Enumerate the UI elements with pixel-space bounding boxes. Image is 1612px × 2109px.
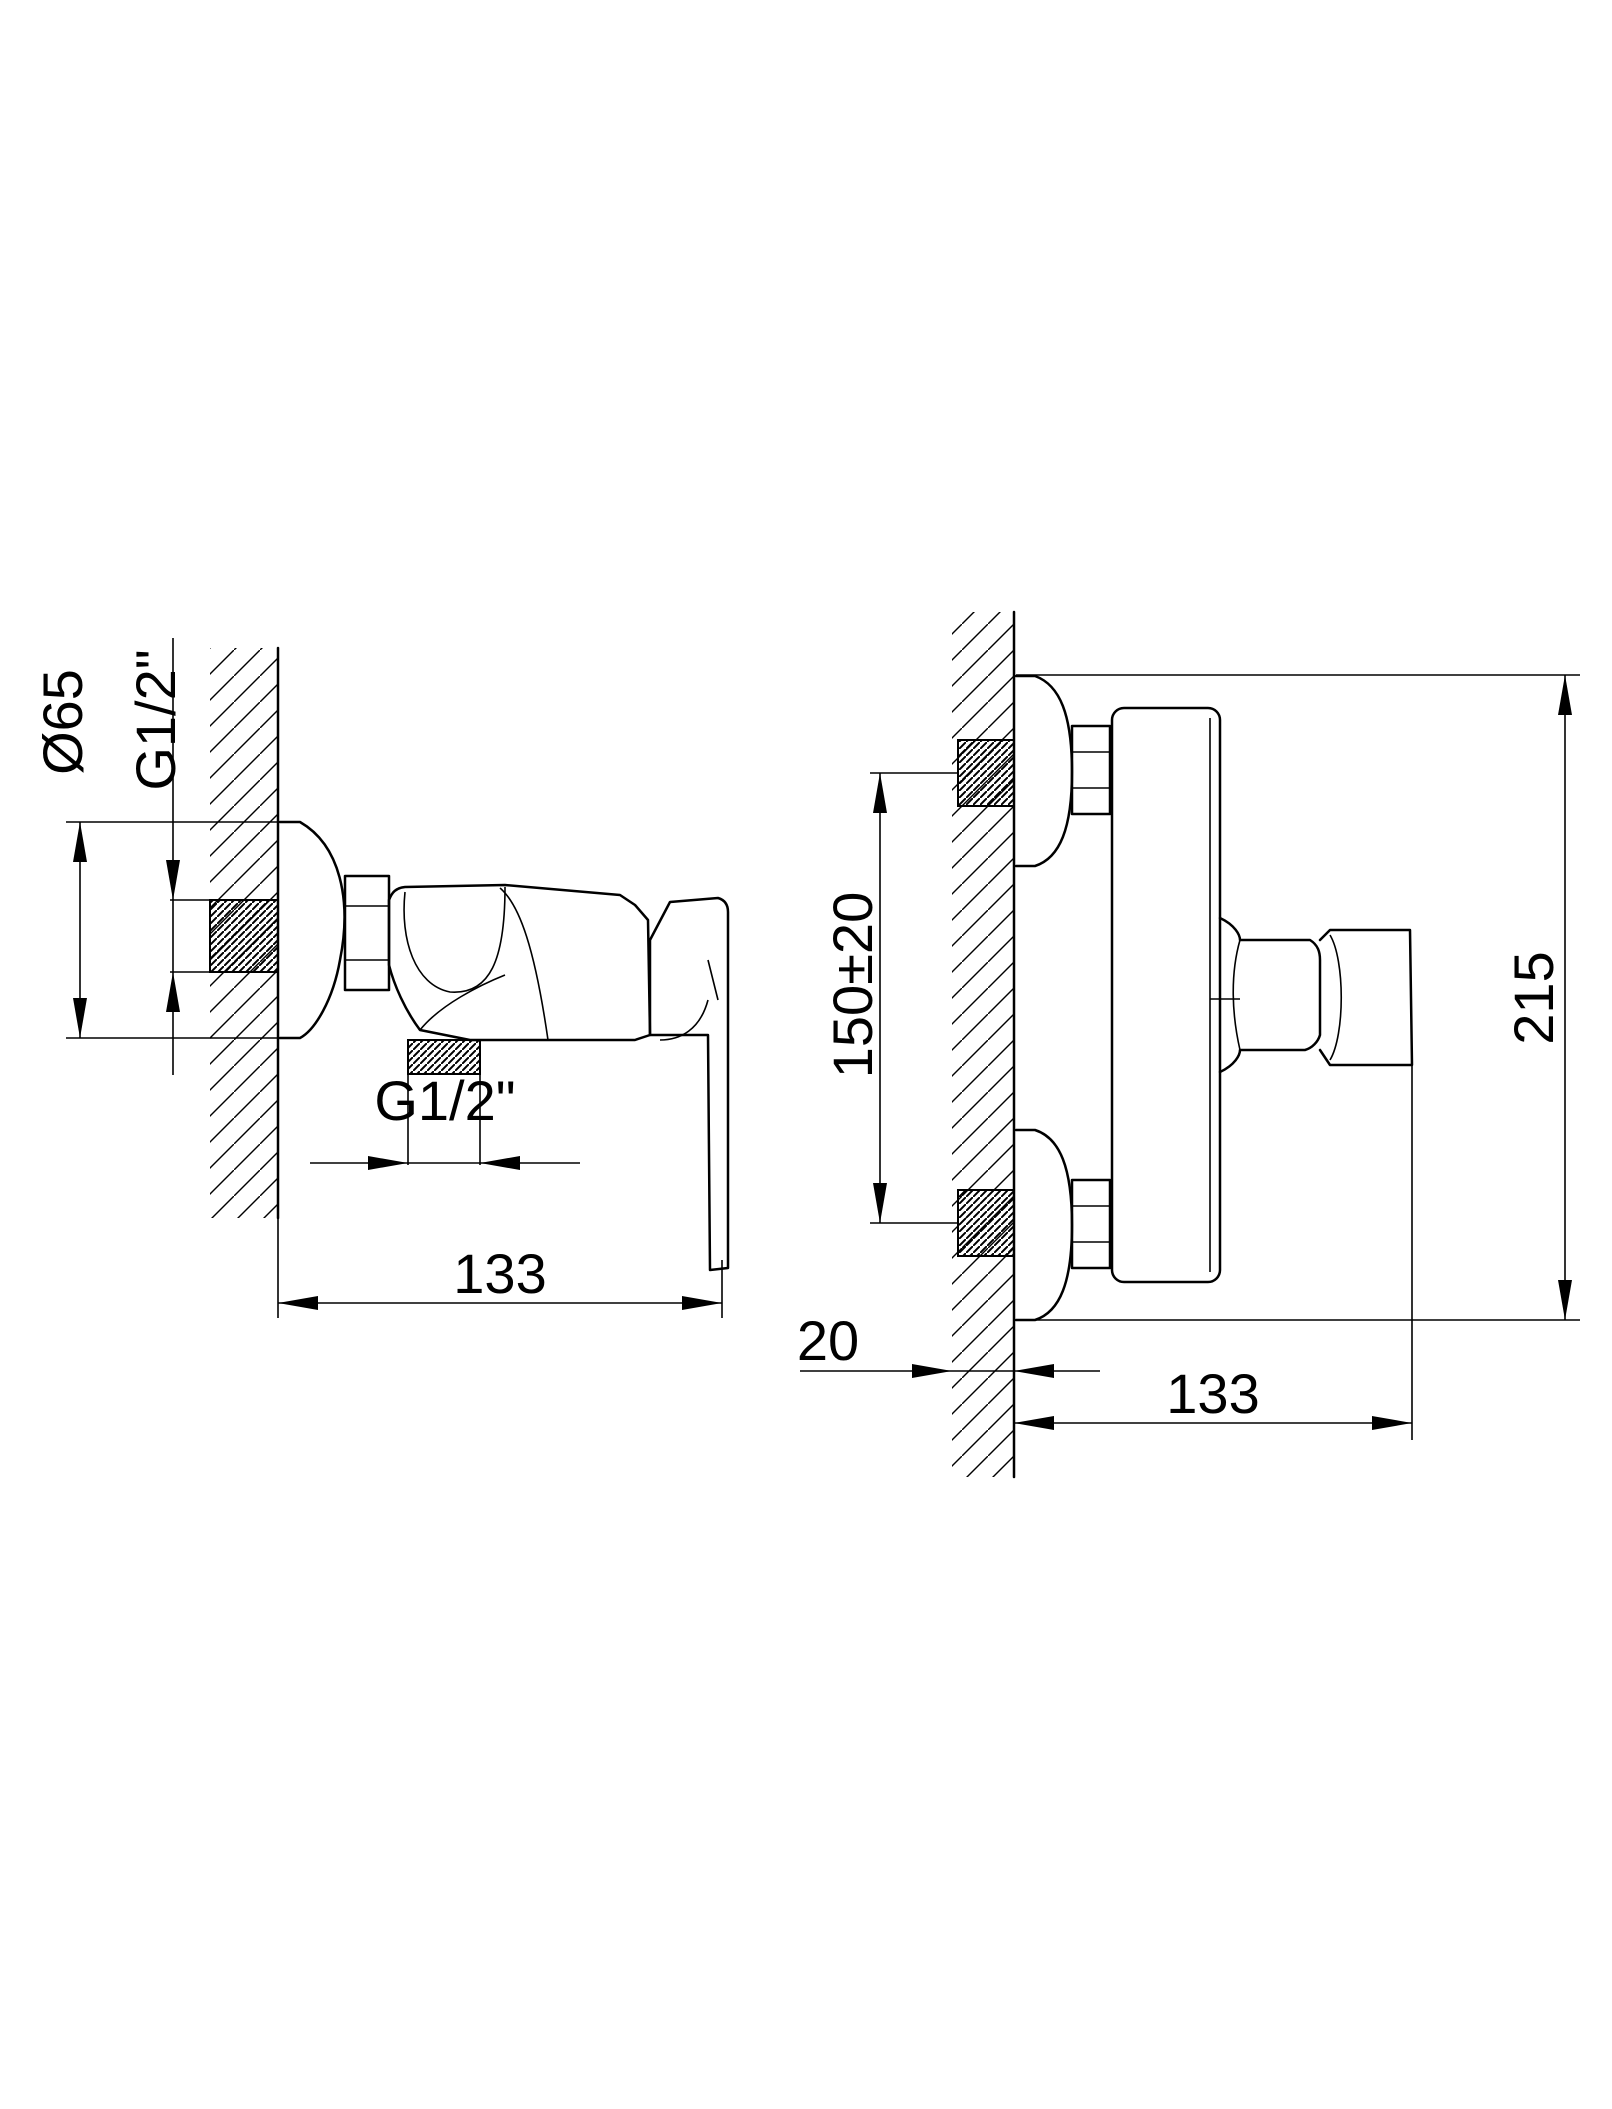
mixer-body-window bbox=[403, 886, 506, 993]
mixer-body-side bbox=[387, 883, 652, 1042]
handle-cap-front bbox=[1318, 928, 1414, 1067]
hex-nut-bottom bbox=[1070, 1178, 1112, 1270]
dim-centers: 150±20 bbox=[821, 772, 958, 1224]
dim-length-side: 133 bbox=[277, 1218, 723, 1318]
dim-offset-label: 20 bbox=[797, 1309, 859, 1372]
escutcheon-top bbox=[1014, 674, 1074, 868]
wall-thread-top bbox=[957, 739, 1015, 807]
escutcheon-left bbox=[278, 820, 346, 1040]
escutcheon-bottom bbox=[1014, 1128, 1074, 1322]
dim-wall-thread: G1/2" bbox=[124, 638, 210, 1075]
hex-nut-top bbox=[1070, 724, 1112, 816]
cartridge-housing bbox=[1218, 916, 1322, 1074]
dim-outlet-thread-label: G1/2" bbox=[374, 1069, 515, 1132]
dim-length-side-label: 133 bbox=[453, 1242, 546, 1305]
dim-wall-thread-label: G1/2" bbox=[124, 649, 187, 790]
wall-thread-bottom bbox=[957, 1189, 1015, 1257]
dim-depth: 133 bbox=[1014, 1065, 1413, 1440]
outlet-thread-left bbox=[407, 1039, 481, 1075]
dim-height-label: 215 bbox=[1502, 951, 1565, 1044]
dim-depth-label: 133 bbox=[1166, 1362, 1259, 1425]
wall-thread-left bbox=[209, 899, 279, 973]
dim-offset: 20 bbox=[797, 1309, 1100, 1378]
dim-diameter-label: Ø65 bbox=[31, 669, 94, 775]
hex-nut-left bbox=[343, 874, 391, 992]
dim-diameter: Ø65 bbox=[31, 669, 295, 1039]
dim-outlet-thread: G1/2" bbox=[310, 1069, 580, 1170]
lever-handle-side bbox=[648, 896, 730, 1272]
mixer-body-front bbox=[1110, 706, 1222, 1284]
dim-height: 215 bbox=[1016, 674, 1580, 1321]
side-view: Ø65 G1/2" G1/2" 133 bbox=[31, 638, 730, 1318]
front-view: 215 150±20 20 133 bbox=[797, 610, 1580, 1479]
dim-centers-label: 150±20 bbox=[821, 892, 884, 1078]
